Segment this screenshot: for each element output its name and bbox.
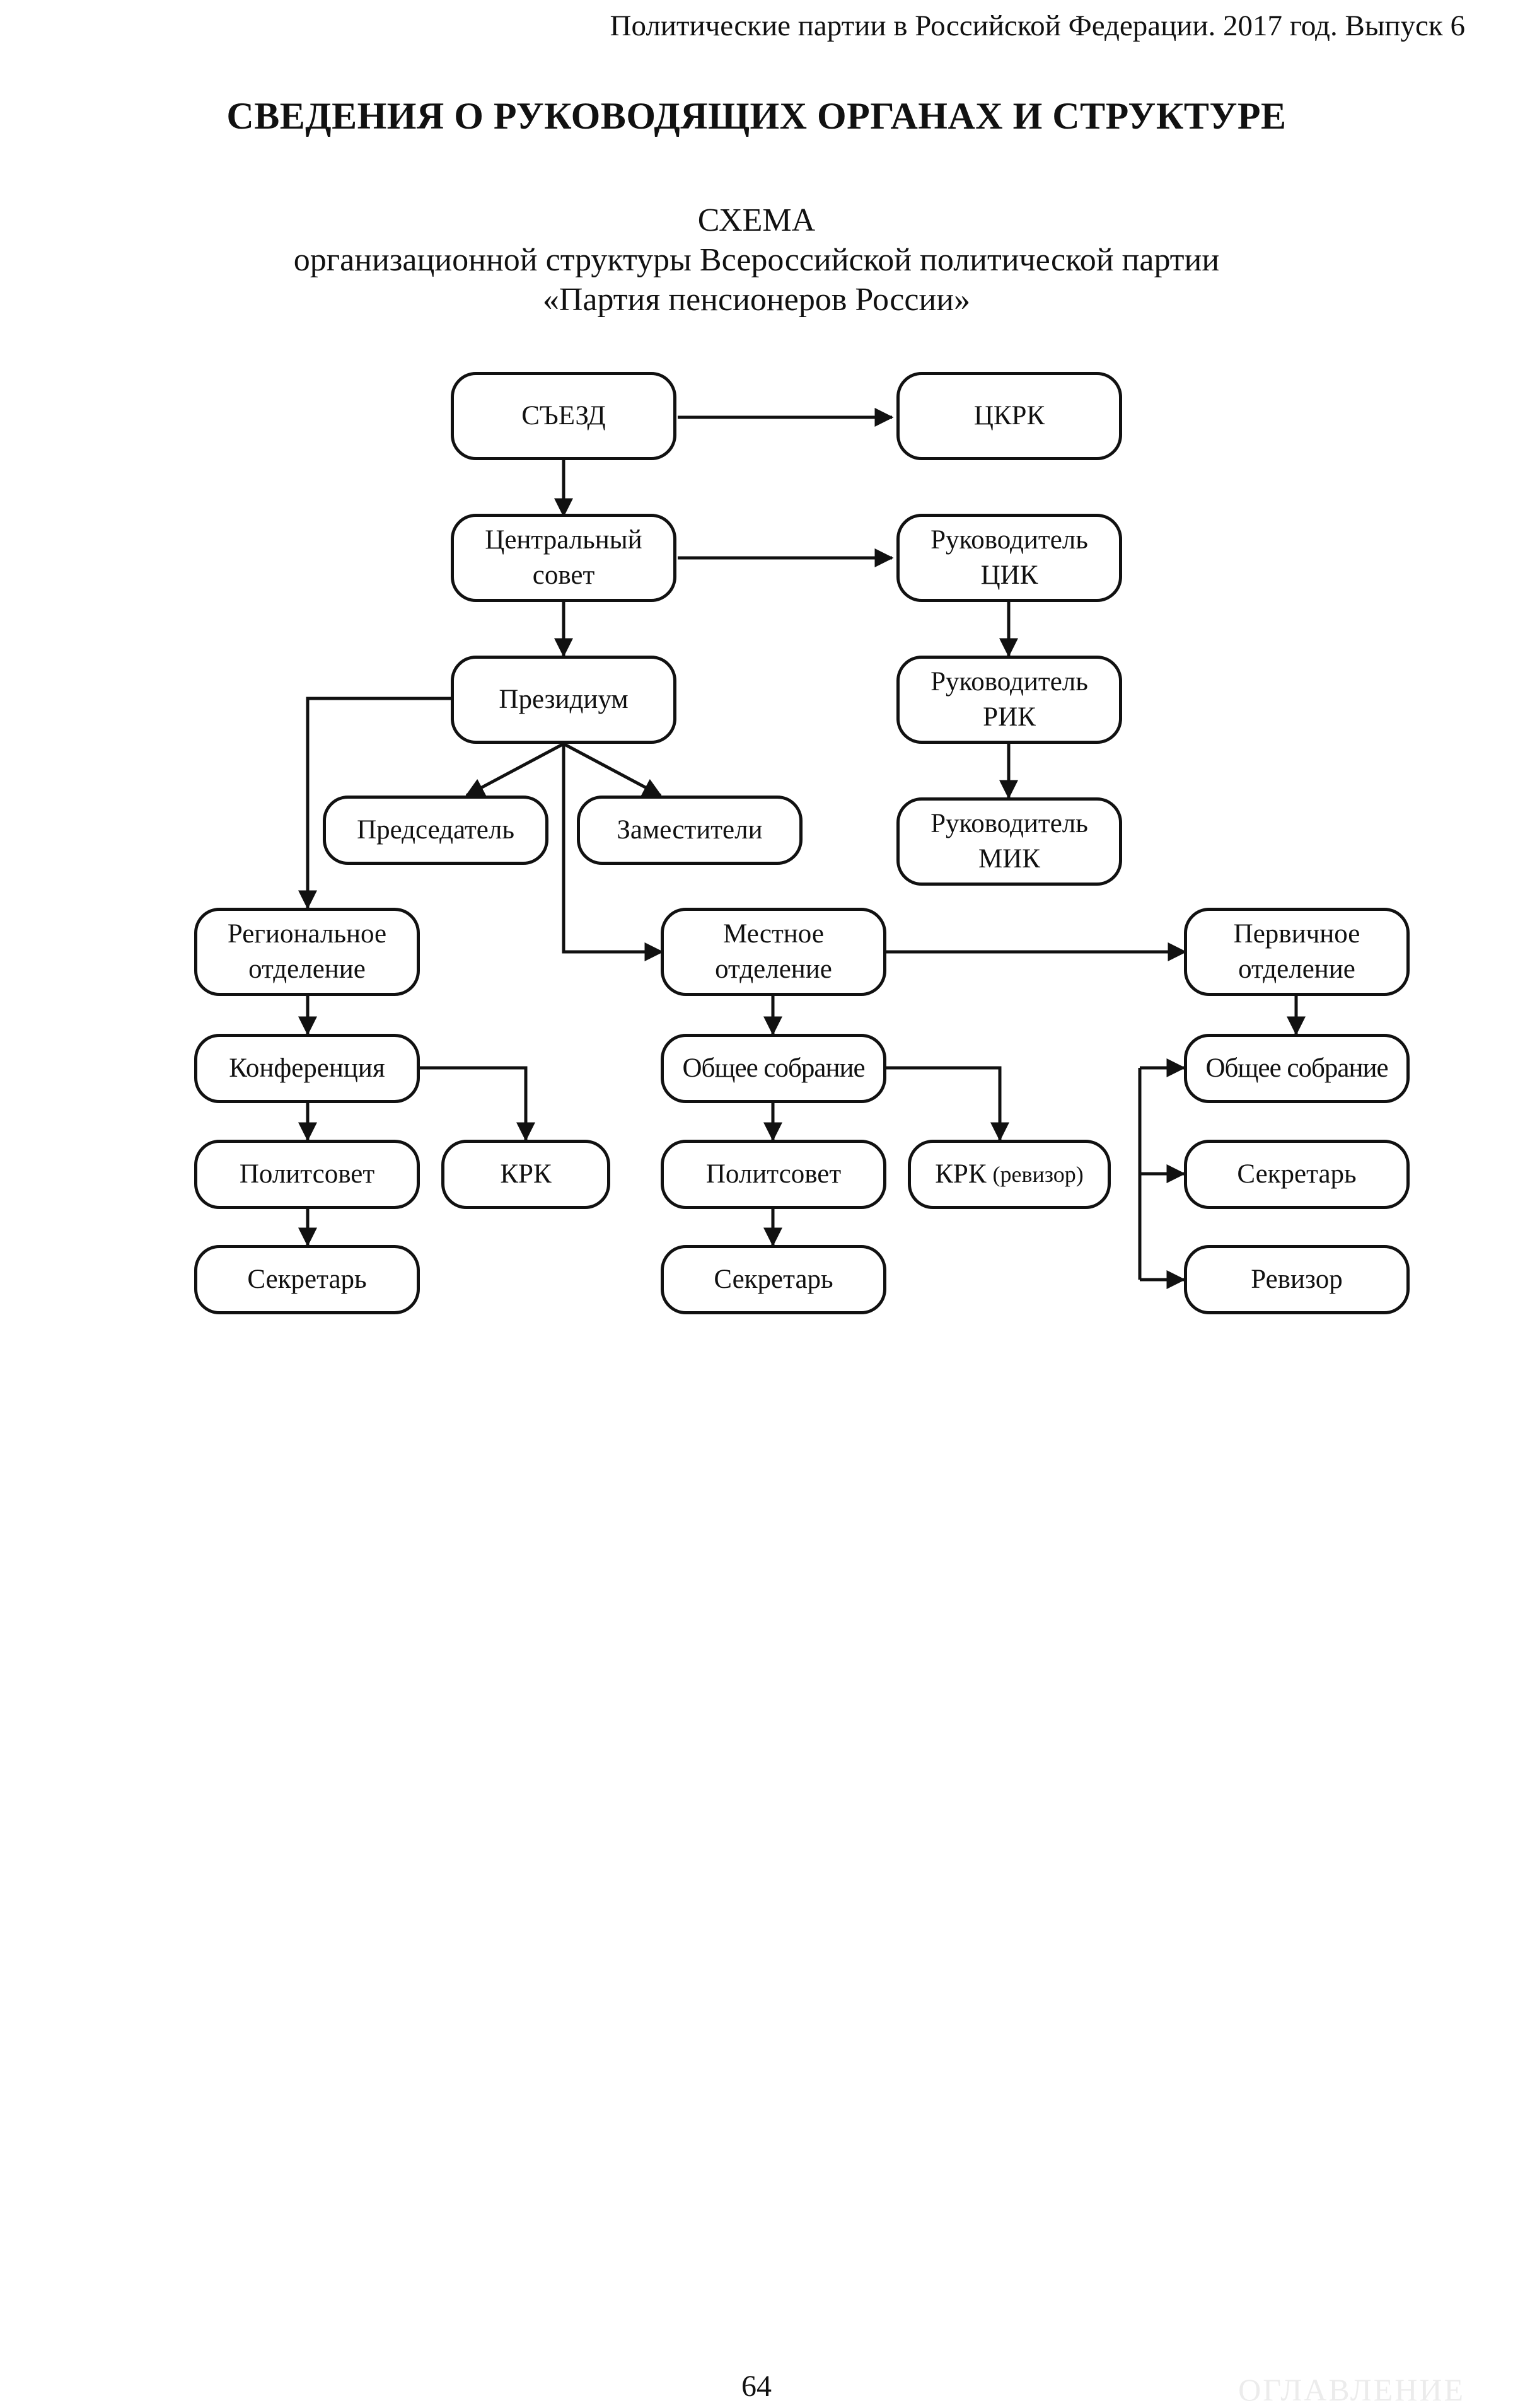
node-central-council: Центральный совет xyxy=(451,514,676,602)
node-reg-politsovet-label: Политсовет xyxy=(239,1159,375,1189)
node-pri-meeting-label: Общее собрание xyxy=(1205,1053,1388,1083)
node-local-branch-line-1: Местное xyxy=(723,919,824,949)
running-header: Политические партии в Российской Федерац… xyxy=(610,9,1465,42)
node-loc-politsovet: Политсовет xyxy=(661,1140,886,1209)
node-loc-secretary-label: Секретарь xyxy=(714,1265,833,1294)
page-number: 64 xyxy=(741,2370,772,2403)
node-mik-head-line-2: МИК xyxy=(978,844,1040,874)
schema-title-line-2: организационной структуры Всероссийской … xyxy=(293,242,1220,278)
page-heading: СВЕДЕНИЯ О РУКОВОДЯЩИХ ОРГАНАХ И СТРУКТУ… xyxy=(226,95,1287,137)
node-regional-branch: Региональное отделение xyxy=(194,908,420,996)
node-loc-krk: КРК (ревизор) xyxy=(908,1140,1111,1209)
arrow-presidium-to-chairman xyxy=(465,742,565,797)
node-reg-politsovet: Политсовет xyxy=(194,1140,420,1209)
toc-link[interactable]: ОГЛАВЛЕНИЕ xyxy=(1238,2372,1465,2407)
node-deputies: Заместители xyxy=(577,796,803,865)
node-primary-branch-line-2: отделение xyxy=(1238,954,1355,984)
node-reg-krk: КРК xyxy=(441,1140,610,1209)
node-loc-krk-sublabel: (ревизор) xyxy=(992,1162,1084,1187)
node-loc-secretary: Секретарь xyxy=(661,1245,886,1314)
node-rik-head-line-1: Руководитель xyxy=(930,667,1088,697)
node-local-branch: Местное отделение xyxy=(661,908,886,996)
schema-title-line-3: «Партия пенсионеров России» xyxy=(542,282,971,318)
node-presidium: Президиум xyxy=(451,656,676,744)
node-pri-secretary-label: Секретарь xyxy=(1237,1159,1357,1189)
node-reg-conference-label: Конференция xyxy=(229,1053,385,1083)
node-loc-meeting: Общее собрание xyxy=(661,1034,886,1103)
node-local-branch-line-2: отделение xyxy=(715,954,832,984)
node-primary-branch-line-1: Первичное xyxy=(1233,919,1360,949)
node-rik-head-line-2: РИК xyxy=(983,702,1036,732)
node-loc-politsovet-label: Политсовет xyxy=(705,1159,842,1189)
node-reg-secretary: Секретарь xyxy=(194,1245,420,1314)
schema-title: СХЕМА организационной структуры Всеросси… xyxy=(0,200,1513,320)
node-pri-auditor-label: Ревизор xyxy=(1251,1265,1343,1294)
node-reg-conference: Конференция xyxy=(194,1034,420,1103)
node-pri-meeting: Общее собрание xyxy=(1184,1034,1410,1103)
node-regional-branch-line-2: отделение xyxy=(248,954,366,984)
arrow-presidium-to-deputies xyxy=(562,742,663,797)
node-chairman: Председатель xyxy=(323,796,548,865)
node-pri-auditor: Ревизор xyxy=(1184,1245,1410,1314)
node-presidium-label: Президиум xyxy=(499,685,629,714)
node-congress-label: СЪЕЗД xyxy=(521,401,606,431)
node-ckrk-label: ЦКРК xyxy=(973,401,1045,431)
node-cik-head-line-1: Руководитель xyxy=(930,525,1088,555)
node-chairman-label: Председатель xyxy=(357,815,514,845)
node-central-council-line-2: совет xyxy=(532,560,595,590)
node-pri-secretary: Секретарь xyxy=(1184,1140,1410,1209)
node-loc-meeting-label: Общее собрание xyxy=(682,1053,865,1083)
node-cik-head-line-2: ЦИК xyxy=(980,560,1038,590)
node-reg-krk-label: КРК xyxy=(500,1159,552,1189)
node-deputies-label: Заместители xyxy=(617,815,763,845)
node-congress: СЪЕЗД xyxy=(451,372,676,460)
node-reg-secretary-label: Секретарь xyxy=(247,1265,367,1294)
node-cik-head: Руководитель ЦИК xyxy=(896,514,1122,602)
node-central-council-line-1: Центральный xyxy=(485,525,642,555)
arrow-presidium-to-local xyxy=(562,744,664,961)
node-mik-head-line-1: Руководитель xyxy=(930,809,1088,838)
arrow-loc-meeting-to-krk xyxy=(884,1066,1009,1142)
schema-title-line-1: СХЕМА xyxy=(697,202,816,238)
node-rik-head: Руководитель РИК xyxy=(896,656,1122,744)
node-loc-krk-label: КРК xyxy=(935,1159,987,1189)
node-regional-branch-line-1: Региональное xyxy=(227,919,387,949)
node-mik-head: Руководитель МИК xyxy=(896,797,1122,886)
node-ckrk: ЦКРК xyxy=(896,372,1122,460)
arrow-presidium-to-regional xyxy=(298,697,454,910)
node-primary-branch: Первичное отделение xyxy=(1184,908,1410,996)
arrow-conference-to-krk xyxy=(417,1066,535,1142)
